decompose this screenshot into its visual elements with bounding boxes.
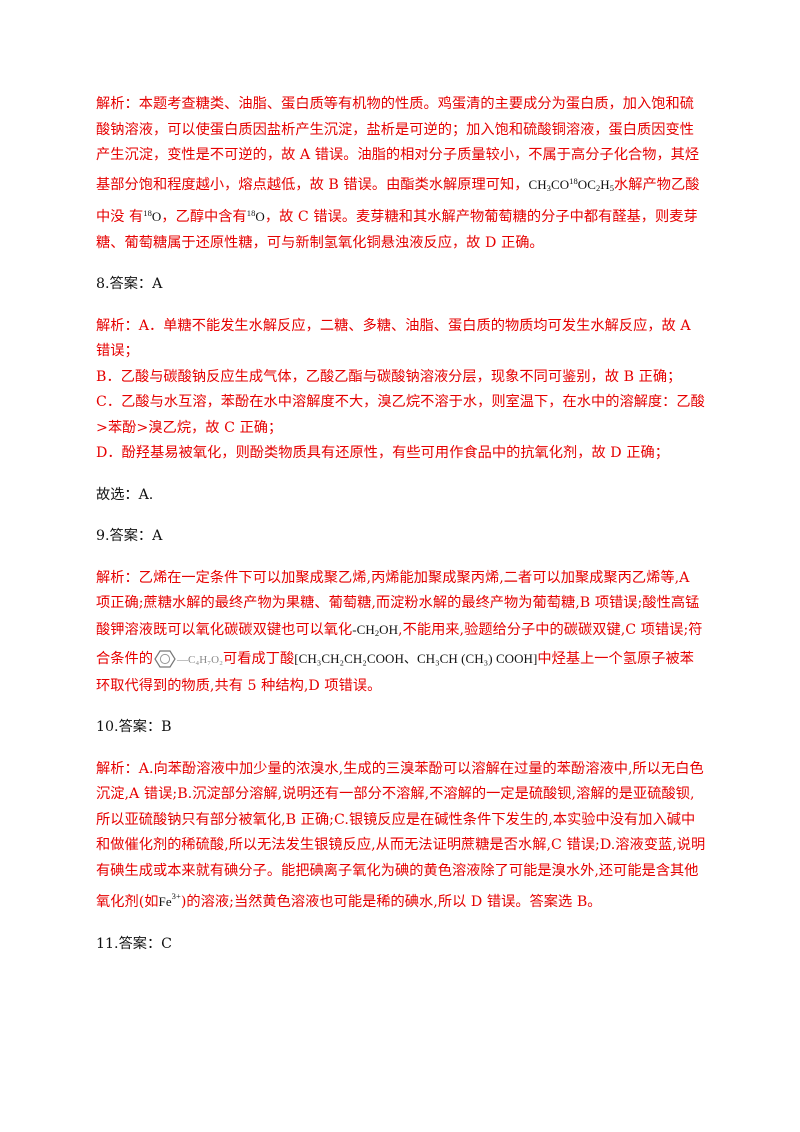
o18-formula-2: 18O [246, 208, 265, 224]
ester-formula: CH3CO18OC2H5 [528, 175, 615, 193]
answer-q8: 8.答案：A [96, 276, 163, 292]
answer-q11: 11.答案：C [96, 935, 172, 952]
fe3-ion-formula: Fe3+ [158, 891, 181, 909]
explanation-q7: 解析：本题考查糖类、油脂、蛋白质等有机物的性质。鸡蛋清的主要成分为蛋白质，加入饱… [96, 96, 700, 251]
ch2oh-formula: -CH2OH [352, 621, 399, 638]
conclusion-q8: 故选：A. [96, 486, 154, 503]
o18-formula: 18O [143, 208, 162, 224]
c4h7o2-group: —C₄H₇O₂ [176, 654, 224, 666]
explanation-q8-c: C．乙酸与水互溶，苯酚在水中溶解度不大，溴乙烷不溶于水，则室温下，在水中的溶解度… [96, 394, 705, 436]
document-page: 解析：本题考查糖类、油脂、蛋白质等有机物的性质。鸡蛋清的主要成分为蛋白质，加入饱… [96, 92, 708, 957]
butyric-acid-formula: [CH₃CH₂CH₂COOH、CH₃CH (CH₃) COOH] [294, 651, 538, 666]
benzene-ring-icon [154, 650, 176, 668]
explanation-q9: 解析：乙烯在一定条件下可以加聚成聚乙烯,丙烯能加聚成聚丙烯,二者可以加聚成聚丙乙… [96, 569, 703, 694]
explanation-q8-d: D．酚羟基易被氧化，则酚类物质具有还原性，有些可用作食品中的抗氧化剂，故 D 正… [96, 445, 669, 461]
explanation-q8-b: B．乙酸与碳酸钠反应生成气体，乙酸乙酯与碳酸钠溶液分层，现象不同可鉴别，故 B … [96, 368, 682, 385]
answer-q10: 10.答案：B [96, 719, 172, 735]
explanation-q10: 解析：A.向苯酚溶液中加少量的浓溴水,生成的三溴苯酚可以溶解在过量的苯酚溶液中,… [96, 760, 706, 911]
explanation-q8-a: 解析：A．单糖不能发生水解反应，二糖、多糖、油脂、蛋白质的物质均可发生水解反应，… [96, 317, 691, 360]
answer-q9: 9.答案：A [96, 528, 163, 544]
